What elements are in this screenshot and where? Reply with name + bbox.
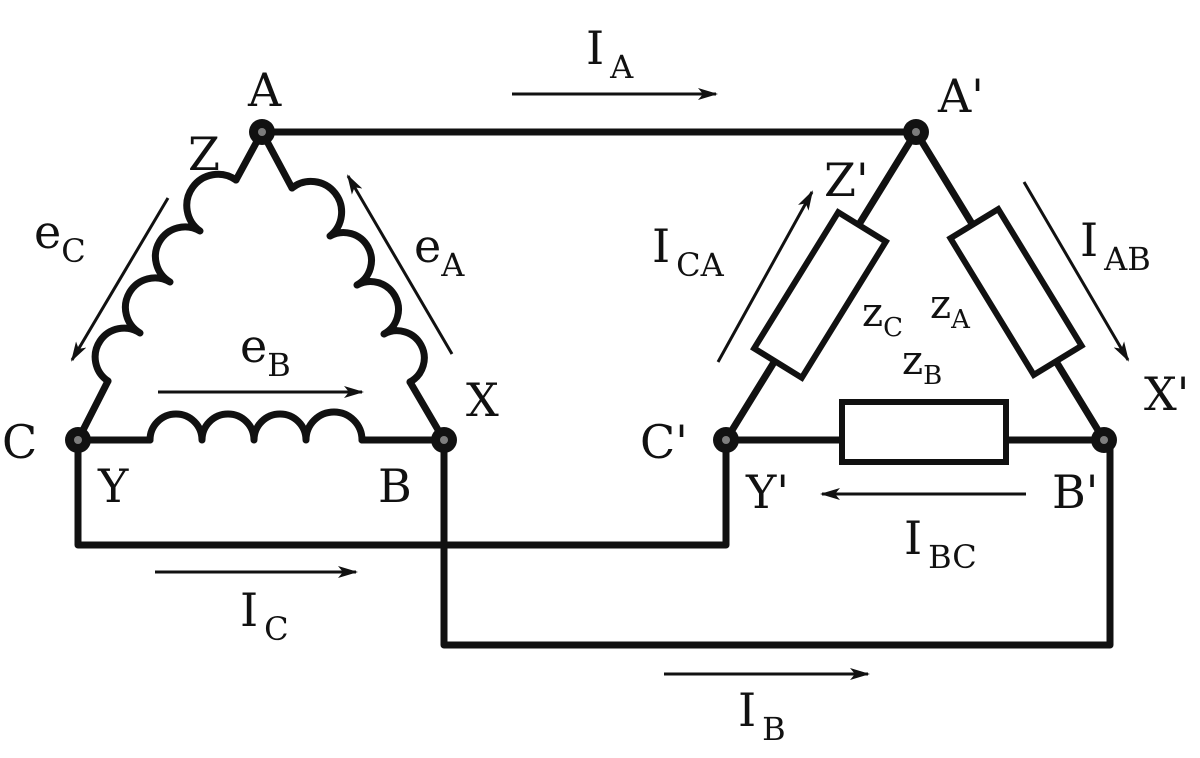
node-label-c: C: [2, 415, 37, 469]
node-label-y-prime: Y': [745, 465, 789, 519]
node-label-x: X: [466, 373, 499, 427]
arrow-e-c: [70, 197, 170, 362]
coil-phase-b: [146, 408, 366, 444]
node-dot-a: [249, 119, 275, 145]
node-label-a: A: [247, 63, 282, 117]
impedance-z-c: [750, 208, 890, 382]
node-label-b-prime: B': [1052, 465, 1098, 519]
node-label-c-prime: C': [640, 415, 688, 469]
coil-phase-a: [288, 177, 428, 386]
node-dot-c-prime: [713, 427, 739, 453]
node-label-z-prime: Z': [824, 153, 869, 207]
impedance-z-a: [946, 205, 1086, 379]
arrow-e-a: [346, 174, 454, 355]
node-label-b: B: [378, 459, 412, 513]
node-label-x-prime: X': [1144, 367, 1189, 421]
emf-label-e-b: eB: [240, 319, 291, 384]
emf-label-e-c: eC: [34, 205, 86, 270]
line-c-wire: [74, 436, 730, 549]
coil-phase-c: [91, 170, 240, 385]
impedance-z-b: [839, 399, 1009, 465]
line-b-wire: [440, 436, 1114, 649]
node-dot-c: [65, 427, 91, 453]
node-label-a-prime: A': [937, 69, 984, 123]
node-label-y: Y: [97, 459, 129, 513]
impedance-label-z-b: zB: [902, 338, 942, 391]
impedance-label-z-c: zC: [862, 290, 903, 343]
node-label-z: Z: [188, 127, 220, 181]
node-dot-b: [431, 427, 457, 453]
node-dot-b-prime: [1091, 427, 1117, 453]
emf-label-e-a: eA: [414, 219, 465, 284]
arrow-i-ab: [1022, 181, 1130, 362]
node-dot-a-prime: [903, 119, 929, 145]
impedance-label-z-a: zA: [930, 282, 971, 335]
arrow-i-ca: [716, 190, 814, 363]
